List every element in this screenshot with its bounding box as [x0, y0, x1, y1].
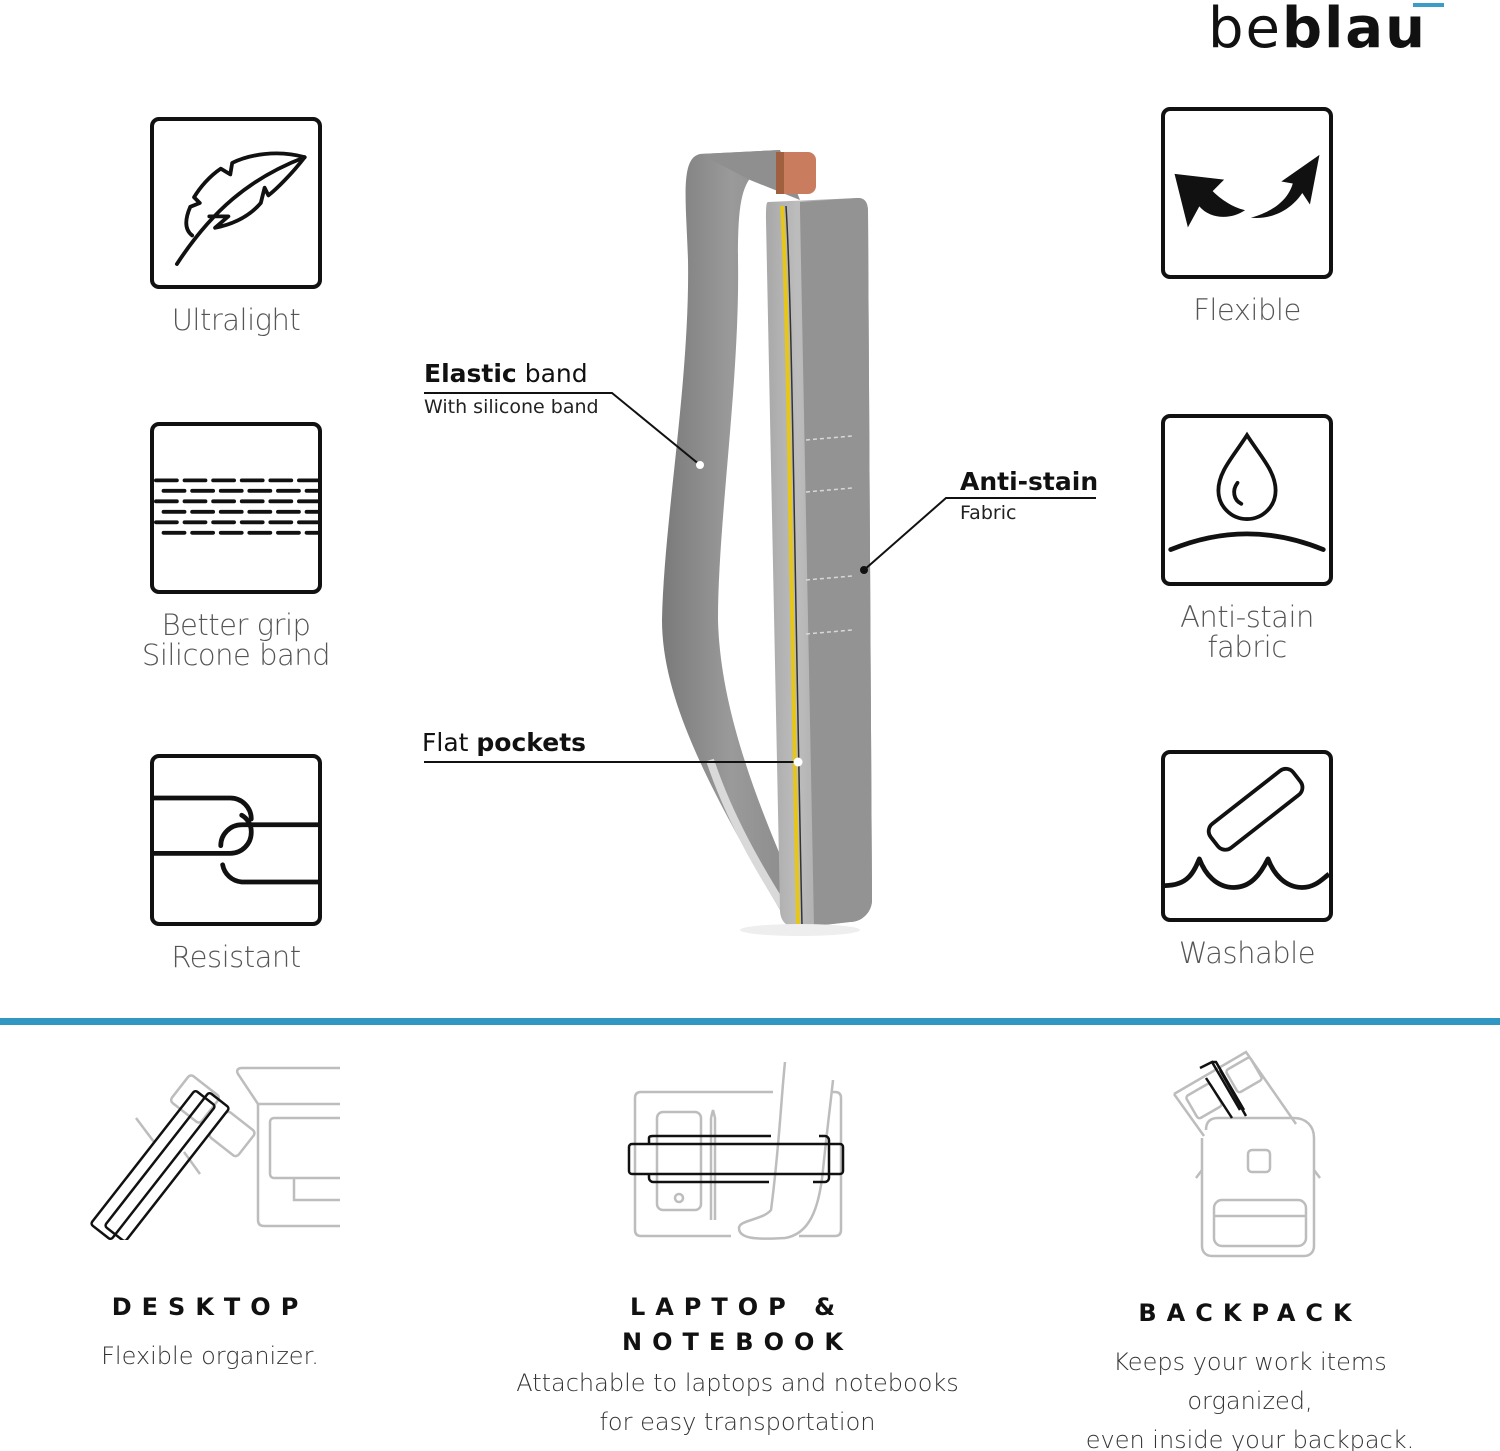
- feature-label-line1: Better grip: [161, 608, 311, 642]
- use-case-description: Flexible organizer.: [101, 1342, 319, 1370]
- callout-title-bold: pockets: [476, 728, 587, 757]
- callout-anti-stain: Anti-stain Fabric: [960, 467, 1099, 525]
- flex-arrows-icon: [1161, 107, 1333, 279]
- feature-label-line2: Silicone band: [141, 638, 331, 672]
- feature-label: Flexible: [1193, 293, 1301, 327]
- use-case-backpack: BACKPACK Keeps your work items organized…: [1050, 1050, 1450, 1451]
- feature-ultralight: Ultralight: [126, 117, 346, 335]
- feature-resistant: Resistant: [126, 754, 346, 972]
- use-case-desktop: DESKTOP Flexible organizer.: [60, 1060, 360, 1376]
- use-case-heading-line2: NOTEBOOK: [622, 1328, 853, 1356]
- feature-anti-stain: Anti-stain fabric: [1137, 414, 1357, 662]
- use-case-heading: DESKTOP: [111, 1293, 309, 1321]
- feature-flexible: Flexible: [1137, 107, 1357, 325]
- use-case-laptop: LAPTOP & NOTEBOOK Attachable to laptops …: [500, 1060, 975, 1442]
- callout-subtitle: Fabric: [960, 502, 1017, 524]
- product-image: [600, 140, 920, 940]
- water-drop-icon: [1161, 414, 1333, 586]
- brand-logo: beblau: [1208, 0, 1458, 61]
- use-case-description-line1: Attachable to laptops and notebooks: [516, 1369, 959, 1397]
- callout-elastic-band: Elastic band With silicone band: [424, 359, 599, 419]
- feature-label: Resistant: [171, 940, 301, 974]
- feature-label-line1: Anti-stain: [1180, 600, 1314, 634]
- use-case-heading-line1: LAPTOP &: [629, 1293, 846, 1321]
- interlocked-chain-icon: [150, 754, 322, 926]
- desktop-illustration: [80, 1060, 352, 1243]
- callout-title-bold: Anti-stain: [960, 467, 1099, 496]
- feature-label-line2: fabric: [1207, 630, 1287, 664]
- callout-subtitle: With silicone band: [424, 396, 599, 418]
- feature-better-grip: Better grip Silicone band: [126, 422, 346, 670]
- feature-label: Washable: [1178, 936, 1316, 970]
- feather-icon: [150, 117, 322, 289]
- section-divider: [0, 1018, 1500, 1025]
- callout-title-bold: Elastic: [424, 359, 517, 388]
- feature-label: Ultralight: [171, 303, 301, 337]
- backpack-illustration: [1150, 1050, 1350, 1260]
- callout-title-light: Flat: [422, 728, 477, 757]
- feature-washable: Washable: [1137, 750, 1357, 968]
- callout-flat-pockets: Flat pockets: [422, 729, 586, 757]
- washable-waves-icon: [1161, 750, 1333, 922]
- silicone-grip-icon: [150, 422, 322, 594]
- use-case-heading: BACKPACK: [1138, 1299, 1362, 1327]
- use-case-description-line2: for easy transportation: [599, 1408, 876, 1436]
- callout-title-rest: band: [516, 359, 588, 388]
- logo-accent-bar: [1413, 3, 1444, 7]
- use-case-description-line2: even inside your backpack.: [1085, 1426, 1415, 1451]
- logo-light-text: be: [1208, 0, 1282, 61]
- logo-bold-text: blau: [1282, 0, 1427, 61]
- laptop-illustration: [613, 1060, 863, 1240]
- use-case-description-line1: Keeps your work items organized,: [1113, 1348, 1387, 1415]
